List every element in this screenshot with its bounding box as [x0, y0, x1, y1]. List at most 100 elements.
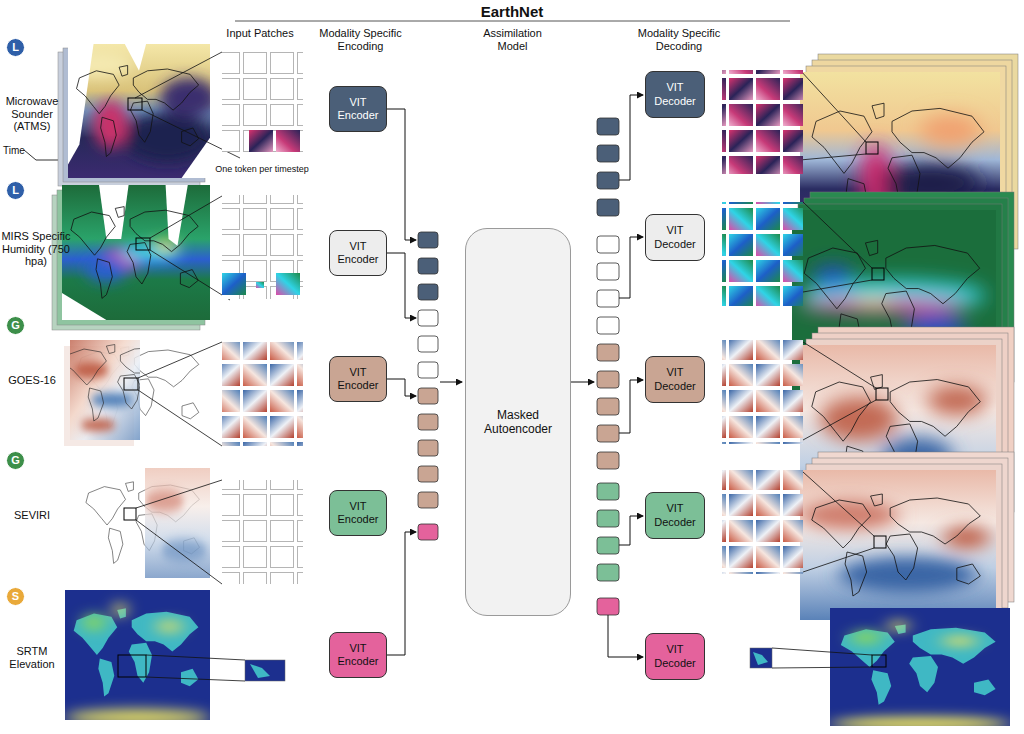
- title-rule: [235, 21, 790, 22]
- mirs-input-patches: [222, 195, 303, 299]
- goes-input-map: [74, 362, 134, 431]
- atms-input-map: [77, 65, 199, 156]
- srtm-input-map: [118, 655, 146, 677]
- mirs-input-patches: [222, 273, 246, 295]
- srtm-output-map: [750, 608, 1010, 731]
- node-text: VIT Decoder: [650, 81, 700, 107]
- mirs-output-map: [853, 297, 894, 305]
- badge-circle: [7, 317, 25, 335]
- atms-output-patches: [722, 70, 803, 174]
- seviri-output-patches: [722, 470, 803, 574]
- output-token: [597, 452, 619, 469]
- input-token: [418, 492, 438, 508]
- atms-output-patches: [722, 70, 803, 174]
- badge-circle: [7, 452, 25, 470]
- output-token: [597, 344, 619, 361]
- seviri-output-map: [812, 494, 981, 596]
- mirs-output-patches: [722, 202, 803, 306]
- atms-input-patches: [249, 130, 273, 152]
- goes-output-patches: [722, 340, 803, 444]
- mirs-input-map: [166, 185, 188, 246]
- srtm-input-map: [155, 621, 184, 631]
- srtm-input-map: [74, 608, 199, 696]
- atms-input-map: [160, 78, 217, 118]
- srtm-output-map: [750, 648, 772, 668]
- seviri-input-map: [145, 468, 210, 578]
- srtm-input-map: [245, 660, 285, 681]
- encoder-box: VIT Encoder: [329, 490, 387, 536]
- atms-input-patches: [276, 130, 300, 152]
- decoder-wire: [619, 237, 643, 298]
- decoder-box: VIT Decoder: [645, 356, 705, 403]
- goes-input-map: [138, 390, 222, 446]
- output-token: [597, 398, 619, 415]
- encoder-box: VIT Encoder: [329, 86, 387, 132]
- mirs-input-map: [86, 240, 181, 282]
- token-wire: [571, 382, 594, 383]
- seviri-input-patches: [222, 480, 303, 584]
- atms-input-map: [58, 44, 240, 186]
- srtm-input-map: [65, 603, 210, 725]
- srtm-output-map: [830, 608, 1010, 731]
- decoder-box: VIT Decoder: [645, 492, 705, 539]
- output-token: [597, 263, 619, 280]
- input-token: [418, 284, 438, 300]
- atms-input-map: [125, 114, 210, 162]
- output-token: [597, 172, 619, 189]
- badge-letter: L: [12, 184, 19, 197]
- srtm-output-map: [772, 648, 872, 655]
- mirs-output-map: [872, 268, 884, 280]
- output-token: [597, 118, 619, 615]
- decoder-wire: [608, 95, 643, 657]
- modality-label: Microwave Sounder (ATMS): [0, 95, 64, 133]
- atms-input-map: [135, 52, 222, 98]
- mirs-input-map: [62, 293, 106, 320]
- srtm-output-map: [753, 652, 768, 665]
- autoencoder-box: Masked Autoencoder: [465, 228, 571, 616]
- input-token: [418, 310, 438, 326]
- mirs-input-patches: [256, 282, 264, 288]
- output-token: [597, 118, 619, 135]
- decoder-box: VIT Decoder: [645, 214, 705, 261]
- note-text: One token per timestep: [208, 164, 316, 174]
- seviri-input-map: [124, 508, 136, 520]
- goes-input-map: [64, 340, 184, 440]
- column-header: Modality Specific Encoding: [313, 27, 408, 52]
- srtm-input-map: [65, 710, 210, 726]
- mirs-input-map: [150, 196, 222, 238]
- seviri-input-map: [145, 490, 184, 512]
- goes-output-map: [876, 388, 888, 400]
- output-token: [597, 317, 619, 334]
- input-token: [418, 466, 438, 482]
- decoder-wire: [619, 95, 643, 180]
- atms-output-map: [920, 115, 980, 146]
- srtm-output-map: [852, 630, 881, 644]
- node-text: Masked Autoencoder: [470, 408, 566, 437]
- output-token: [597, 598, 619, 615]
- seviri-output-map: [803, 548, 874, 572]
- badge-circle: [7, 588, 25, 606]
- srtm-output-map: [889, 620, 907, 632]
- srtm-input-map: [250, 664, 270, 678]
- output-token: [597, 483, 619, 500]
- node-text: VIT Encoder: [334, 366, 382, 392]
- input-token: [418, 232, 438, 248]
- input-token: [418, 524, 438, 540]
- atms-output-map: [800, 154, 866, 160]
- modality-badge: G: [6, 451, 25, 470]
- goes-input-map: [70, 340, 140, 440]
- output-token: [597, 564, 619, 581]
- badge-letter: S: [12, 590, 19, 603]
- seviri-output-patches: [722, 470, 803, 574]
- mirs-input-map: [62, 185, 210, 320]
- output-token: [597, 371, 619, 388]
- encoder-box: VIT Encoder: [329, 230, 387, 276]
- output-token: [597, 510, 619, 527]
- input-token: [418, 258, 438, 274]
- atms-input-map: [94, 100, 128, 148]
- mirs-input-map: [150, 250, 230, 300]
- node-text: VIT Encoder: [334, 240, 382, 266]
- goes-output-map: [820, 397, 898, 441]
- mirs-input-map: [62, 185, 210, 320]
- modality-badge: L: [6, 181, 25, 200]
